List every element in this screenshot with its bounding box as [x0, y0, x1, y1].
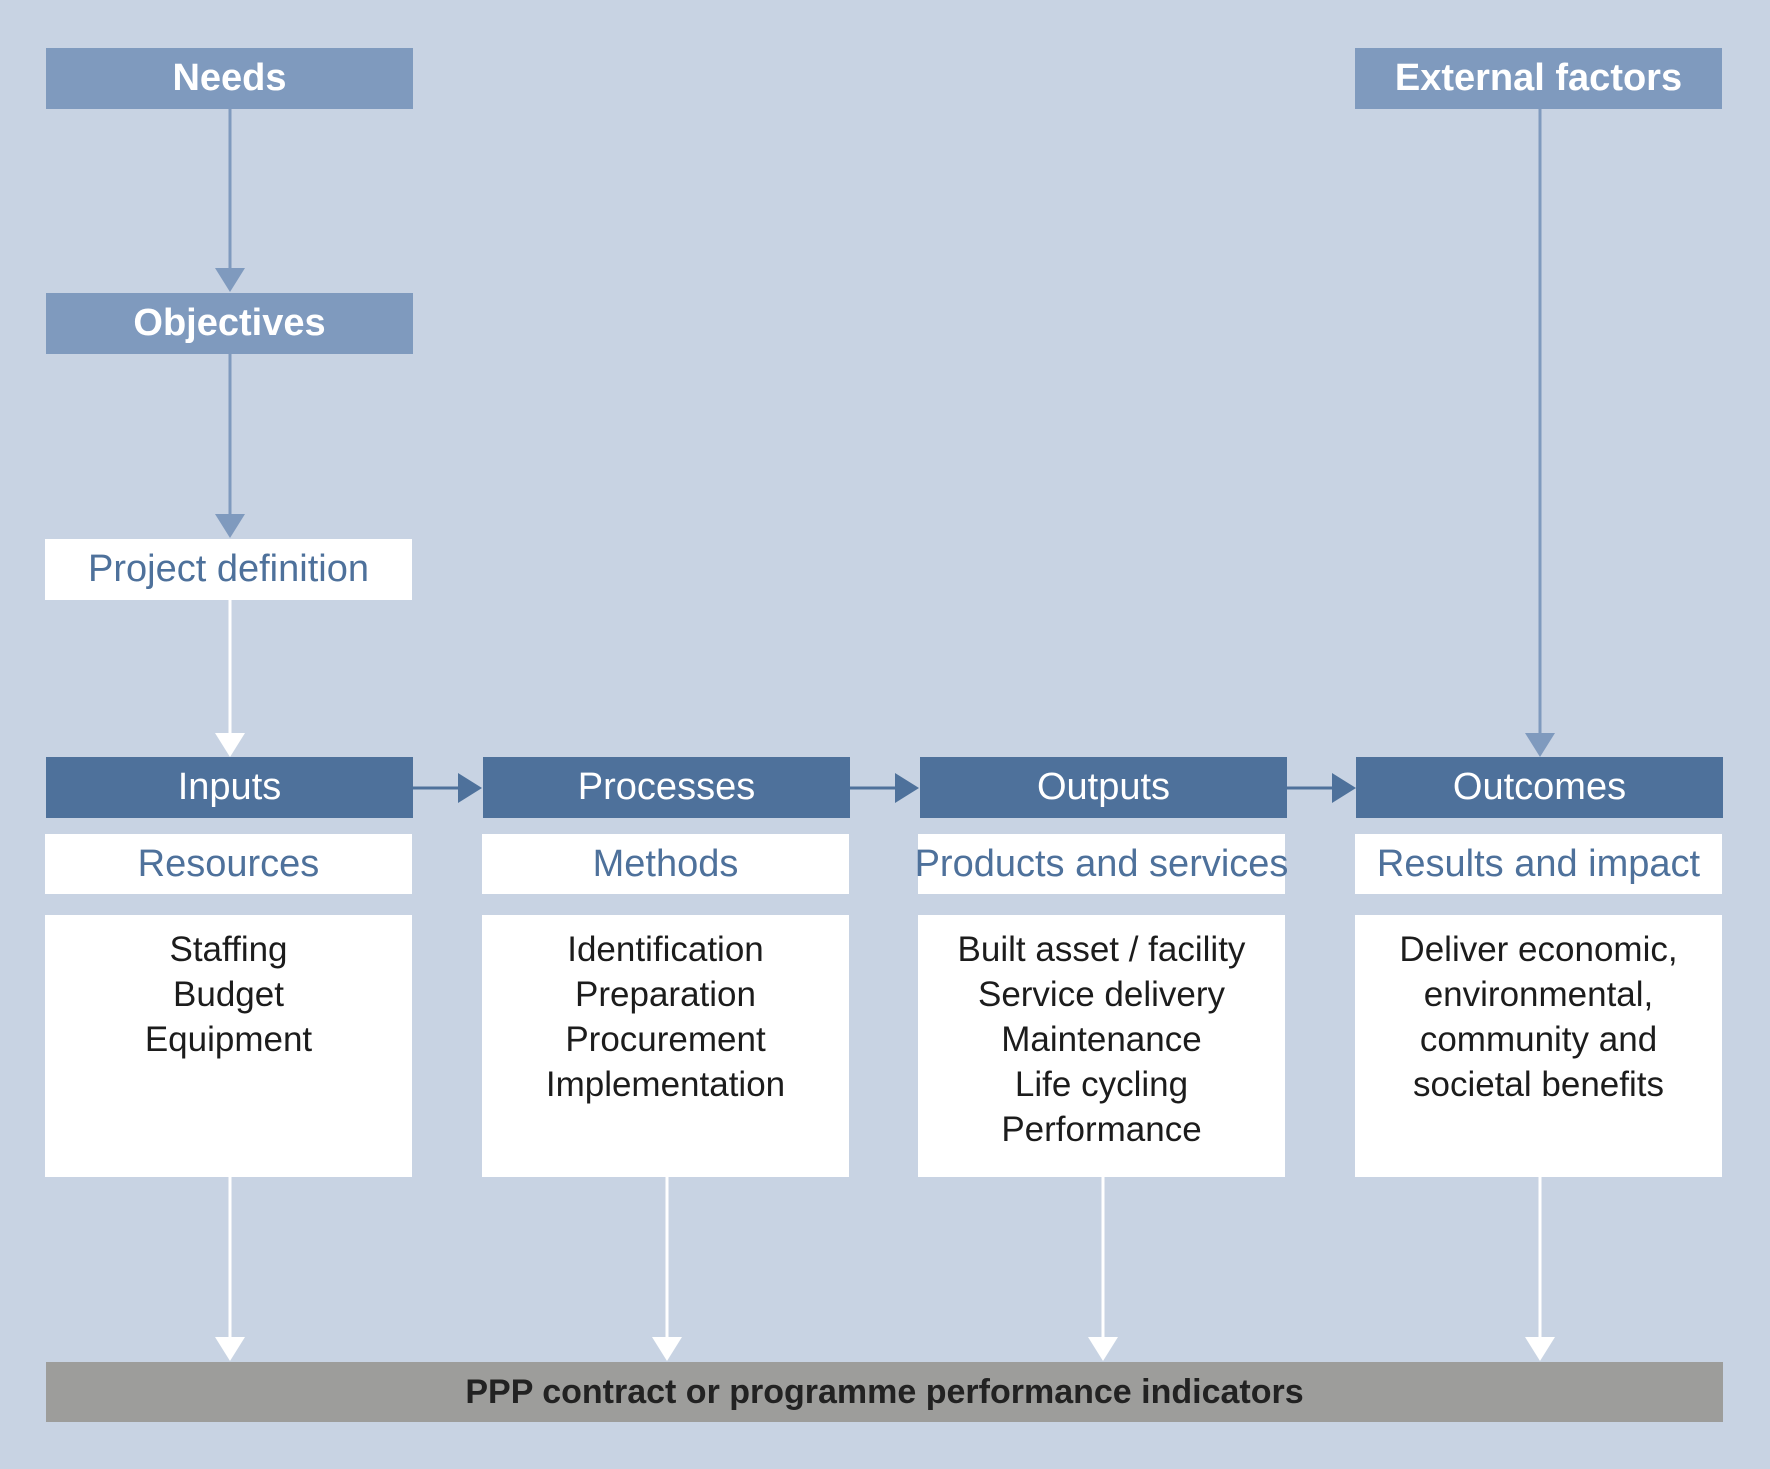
list-item: Preparation [575, 975, 756, 1014]
arrow-needs-to-objectives [215, 109, 245, 292]
list-item: Deliver economic, [1399, 930, 1678, 969]
needs-label: Needs [172, 57, 287, 99]
list-item: Equipment [144, 1020, 313, 1059]
external-factors-label: External factors [1394, 57, 1683, 99]
list-item: environmental, [1423, 975, 1654, 1014]
objectives-label: Objectives [133, 302, 326, 344]
arrow-objectives-to-project-definition [215, 354, 245, 538]
external-factors-box: External factors [1355, 48, 1722, 109]
list-item: Built asset / facility [957, 930, 1246, 969]
inputs-detail-box: Staffing Budget Equipment [45, 915, 412, 1177]
arrow-project-definition-to-inputs [215, 600, 245, 757]
arrow-processes-to-footer [652, 1177, 682, 1361]
list-item: societal benefits [1413, 1065, 1664, 1104]
list-item: Identification [567, 930, 764, 969]
processes-header-label: Processes [577, 766, 756, 808]
arrow-outputs-to-footer [1088, 1177, 1118, 1361]
inputs-header: Inputs [46, 757, 413, 818]
list-item: Implementation [545, 1065, 786, 1104]
products-and-services-box: Products and services [915, 834, 1288, 894]
arrow-inputs-to-processes [413, 773, 482, 803]
arrow-processes-to-outputs [850, 773, 919, 803]
list-item: community and [1419, 1020, 1658, 1059]
objectives-box: Objectives [46, 293, 413, 354]
list-item: Staffing [169, 930, 288, 969]
arrow-outcomes-to-footer [1525, 1177, 1555, 1361]
list-item: Performance [1001, 1110, 1202, 1149]
results-and-impact-label: Results and impact [1376, 842, 1701, 885]
processes-detail-box: Identification Preparation Procurement I… [482, 915, 849, 1177]
list-item: Maintenance [1001, 1020, 1202, 1059]
outcomes-detail-box: Deliver economic, environmental, communi… [1355, 915, 1722, 1177]
resources-box: Resources [45, 834, 412, 894]
inputs-header-label: Inputs [177, 766, 282, 808]
needs-box: Needs [46, 48, 413, 109]
arrow-outputs-to-outcomes [1287, 773, 1356, 803]
outputs-header-label: Outputs [1036, 766, 1171, 808]
outcomes-header: Outcomes [1356, 757, 1723, 818]
arrow-external-factors-to-outcomes [1525, 109, 1555, 757]
methods-box: Methods [482, 834, 849, 894]
outputs-detail-box: Built asset / facility Service delivery … [918, 915, 1285, 1177]
products-and-services-label: Products and services [914, 842, 1289, 885]
outcomes-header-label: Outcomes [1452, 766, 1627, 808]
outputs-header: Outputs [920, 757, 1287, 818]
list-item: Procurement [565, 1020, 766, 1059]
results-and-impact-box: Results and impact [1355, 834, 1722, 894]
performance-indicators-label: PPP contract or programme performance in… [465, 1372, 1304, 1411]
resources-label: Resources [137, 842, 320, 885]
processes-header: Processes [483, 757, 850, 818]
performance-indicators-bar: PPP contract or programme performance in… [46, 1362, 1723, 1422]
project-definition-box: Project definition [45, 539, 412, 600]
list-item: Service delivery [977, 975, 1226, 1014]
list-item: Budget [173, 975, 284, 1014]
arrow-inputs-to-footer [215, 1177, 245, 1361]
methods-label: Methods [592, 842, 739, 885]
project-definition-label: Project definition [88, 548, 369, 590]
list-item: Life cycling [1014, 1065, 1189, 1104]
